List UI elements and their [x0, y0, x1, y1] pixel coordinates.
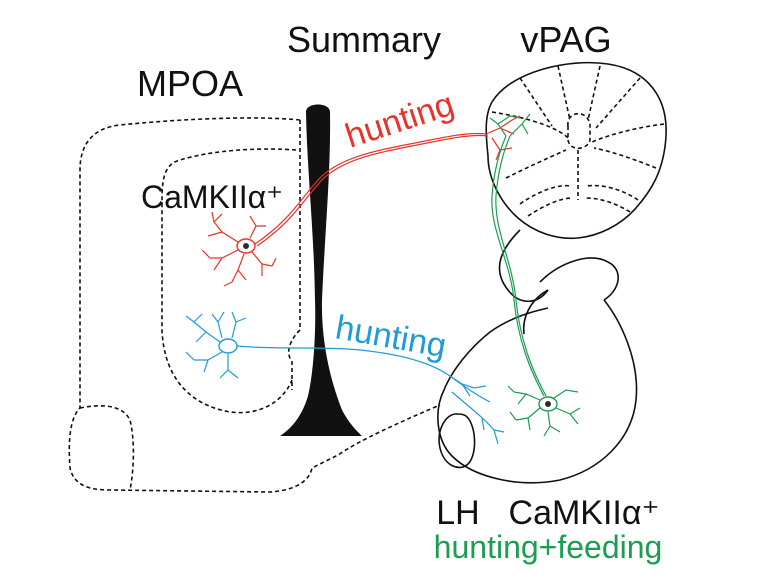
mpoa-section-outline — [68, 117, 441, 493]
hunting-blue-label: hunting — [333, 308, 449, 365]
lh-label: LH — [436, 494, 479, 532]
red-neuron-nucleus — [243, 243, 249, 249]
green-neuron — [489, 113, 581, 437]
green-neuron-nucleus — [545, 401, 551, 407]
blue-neuron — [185, 311, 505, 445]
mpoa-camk-label: CaMKIIα⁺ — [141, 179, 283, 215]
summary-label: Summary — [287, 19, 441, 60]
lh-section — [437, 229, 638, 484]
mpoa-inner-region — [161, 148, 297, 414]
red-neuron — [201, 115, 521, 287]
vpag-section — [485, 61, 667, 240]
hunting-red-label: hunting — [341, 85, 459, 156]
vpag-label: vPAG — [520, 19, 611, 60]
ventricle-shape — [280, 104, 362, 436]
lh-camk-label: CaMKIIα⁺ — [509, 494, 660, 532]
hunting-feeding-label: hunting+feeding — [434, 529, 663, 565]
mpoa-label: MPOA — [137, 63, 243, 104]
